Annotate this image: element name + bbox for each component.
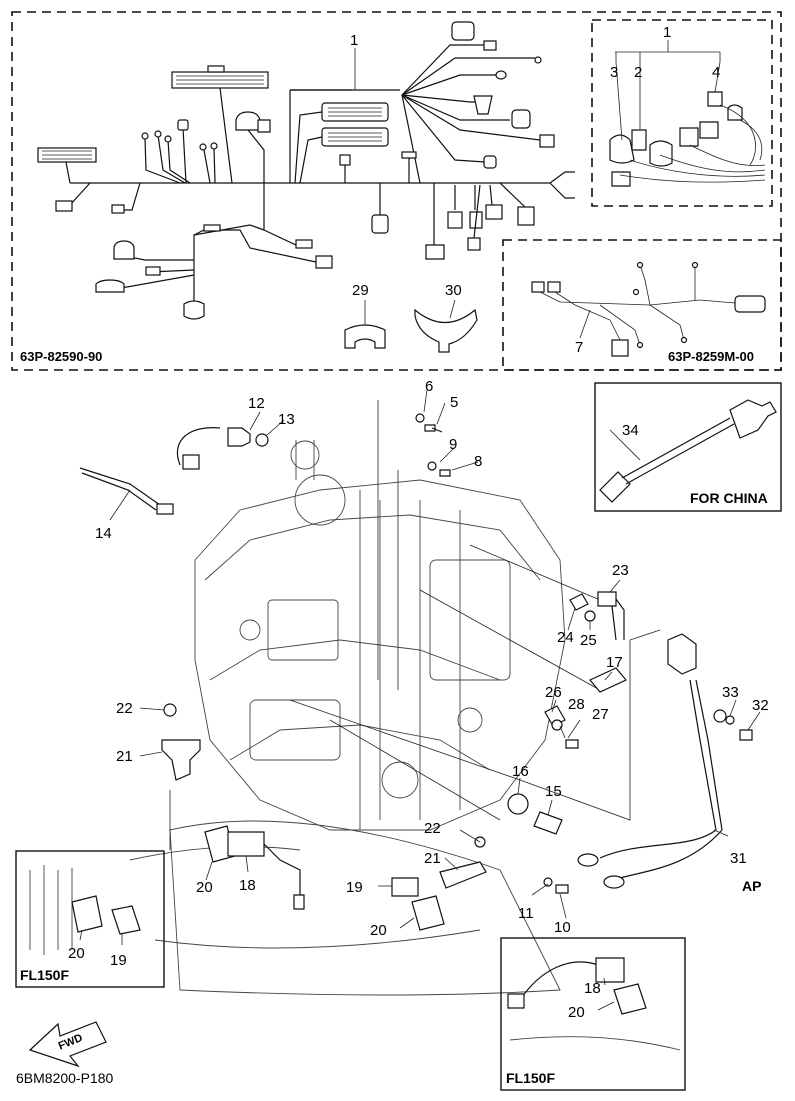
callout-20-fl150f-right: 20 — [568, 1004, 585, 1021]
callout-6: 6 — [425, 378, 433, 395]
sensor-12-13 — [176, 427, 269, 470]
callout-27: 27 — [592, 706, 609, 723]
callout-17: 17 — [606, 654, 623, 671]
sub-harness-parts — [531, 261, 766, 357]
clip-29-30 — [344, 308, 478, 353]
callout-16: 16 — [512, 763, 529, 780]
callout-33: 33 — [722, 684, 739, 701]
part-18-19-20-center — [204, 825, 445, 931]
washer-10-11 — [543, 877, 569, 894]
part-15-16 — [507, 793, 563, 835]
callout-21-right: 21 — [424, 850, 441, 867]
callout-32: 32 — [752, 697, 769, 714]
sensor-17-26-28-27 — [544, 667, 627, 749]
bracket-21-22-left — [161, 703, 201, 781]
callout-34: 34 — [622, 422, 639, 439]
callout-23: 23 — [612, 562, 629, 579]
main-harness-part-number: 63P-82590-90 — [20, 349, 102, 364]
callout-14: 14 — [95, 525, 112, 542]
callout-15: 15 — [545, 783, 562, 800]
wire-harness-main — [37, 21, 575, 320]
fl150f-right-label: FL150F — [506, 1070, 555, 1086]
callout-12: 12 — [248, 395, 265, 412]
callout-18-center: 18 — [239, 877, 256, 894]
callout-13: 13 — [278, 411, 295, 428]
callout-21-left: 21 — [116, 748, 133, 765]
sensor-23-25 — [569, 591, 625, 641]
engine-block — [129, 440, 566, 996]
bolts-5-6-8-9 — [415, 413, 451, 477]
callout-26: 26 — [545, 684, 562, 701]
harness-inset-parts — [609, 40, 766, 187]
for-china-box — [594, 382, 782, 512]
callout-18-fl150f: 18 — [584, 980, 601, 997]
callout-5: 5 — [450, 394, 458, 411]
callout-9: 9 — [449, 436, 457, 453]
callout-30: 30 — [445, 282, 462, 299]
fl150f-left-box — [15, 850, 165, 988]
callout-19-fl150f: 19 — [110, 952, 127, 969]
callout-20-center-left: 20 — [196, 879, 213, 896]
cable-tie-14 — [79, 467, 174, 515]
ground-cable-31-33 — [577, 633, 753, 889]
callout-1-inset: 1 — [663, 24, 671, 41]
main-harness-frame — [11, 11, 782, 371]
callout-24: 24 — [557, 629, 574, 646]
fl150f-right-box — [500, 937, 686, 1091]
callout-10: 10 — [554, 919, 571, 936]
callout-2: 2 — [634, 64, 642, 81]
callout-19-center: 19 — [346, 879, 363, 896]
callout-20-fl150f-left: 20 — [68, 945, 85, 962]
callout-25: 25 — [580, 632, 597, 649]
callout-31: 31 — [730, 850, 747, 867]
sub-harness-part-number: 63P-8259M-00 — [668, 349, 754, 364]
diagram-code: 6BM8200-P180 — [16, 1070, 114, 1086]
sub-harness-frame — [502, 239, 782, 371]
callout-11: 11 — [518, 905, 534, 922]
callout-29: 29 — [352, 282, 369, 299]
ap-label: AP — [742, 878, 761, 894]
fwd-arrow-icon: FWD — [28, 1021, 107, 1068]
callout-28: 28 — [568, 696, 585, 713]
leader-lines — [169, 400, 661, 850]
bracket-21-22-right — [439, 836, 487, 889]
callout-4: 4 — [712, 64, 720, 81]
for-china-label: FOR CHINA — [690, 490, 768, 506]
callout-20-center-right: 20 — [370, 922, 387, 939]
harness-inset-frame — [591, 19, 773, 207]
callout-22-right: 22 — [424, 820, 441, 837]
callout-7: 7 — [575, 339, 583, 356]
fl150f-left-label: FL150F — [20, 967, 69, 983]
callout-8: 8 — [474, 453, 482, 470]
callout-1-main: 1 — [350, 32, 358, 49]
callout-22-left: 22 — [116, 700, 133, 717]
callout-3: 3 — [610, 64, 618, 81]
callout-leaders — [79, 48, 761, 1011]
